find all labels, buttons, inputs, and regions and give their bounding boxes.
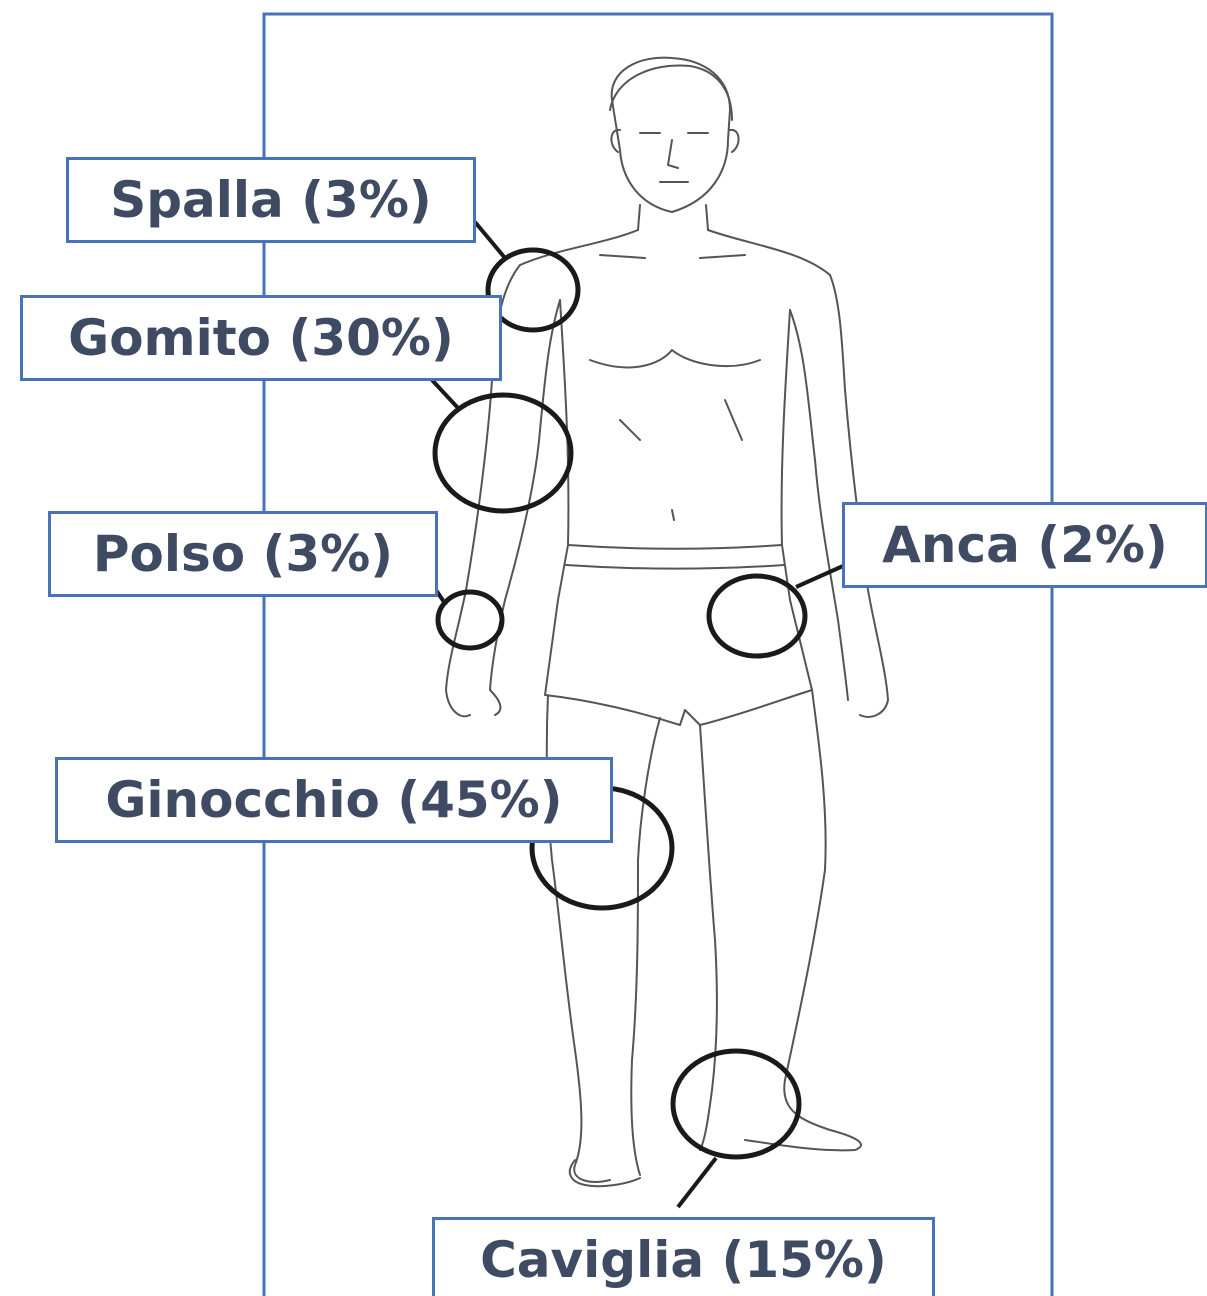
torso-right: [782, 310, 790, 545]
human-sketch: [446, 58, 888, 1187]
callout-rings: [435, 250, 805, 1157]
neck: [638, 205, 708, 230]
knee-label: Ginocchio (45%): [55, 757, 613, 843]
ear-right: [730, 130, 739, 152]
shorts: [545, 545, 812, 725]
hip-label-text: Anca (2%): [882, 520, 1168, 570]
shoulder-connector: [475, 222, 505, 258]
right-arm-outer: [830, 275, 888, 717]
ankle-label-text: Caviglia (15%): [480, 1235, 887, 1285]
elbow-ring: [435, 395, 571, 511]
wrist-label-text: Polso (3%): [93, 529, 393, 579]
nose: [668, 140, 678, 168]
ankle-label: Caviglia (15%): [432, 1217, 935, 1296]
ankle-connector: [678, 1158, 716, 1207]
wrist-label: Polso (3%): [48, 511, 438, 597]
shorts-waist: [566, 565, 784, 569]
shoulder-label: Spalla (3%): [66, 157, 476, 243]
hip-ring: [709, 576, 805, 656]
abs: [620, 400, 742, 520]
collarbones: [600, 255, 745, 258]
left-foot: [570, 1160, 640, 1186]
wrist-ring: [438, 592, 502, 648]
knee-label-text: Ginocchio (45%): [105, 775, 562, 825]
elbow-connector: [432, 380, 458, 408]
shoulder-line: [520, 230, 830, 275]
right-leg-outer: [745, 690, 861, 1150]
hip-connector: [796, 566, 843, 587]
shoulder-label-text: Spalla (3%): [110, 175, 432, 225]
left-leg-inner: [631, 718, 660, 1175]
chest: [590, 350, 760, 367]
elbow-label-text: Gomito (30%): [68, 313, 454, 363]
right-arm-inner: [790, 310, 848, 700]
hip-label: Anca (2%): [842, 502, 1207, 588]
elbow-label: Gomito (30%): [20, 295, 502, 381]
right-leg-inner: [700, 725, 717, 1150]
ankle-ring: [673, 1051, 799, 1157]
